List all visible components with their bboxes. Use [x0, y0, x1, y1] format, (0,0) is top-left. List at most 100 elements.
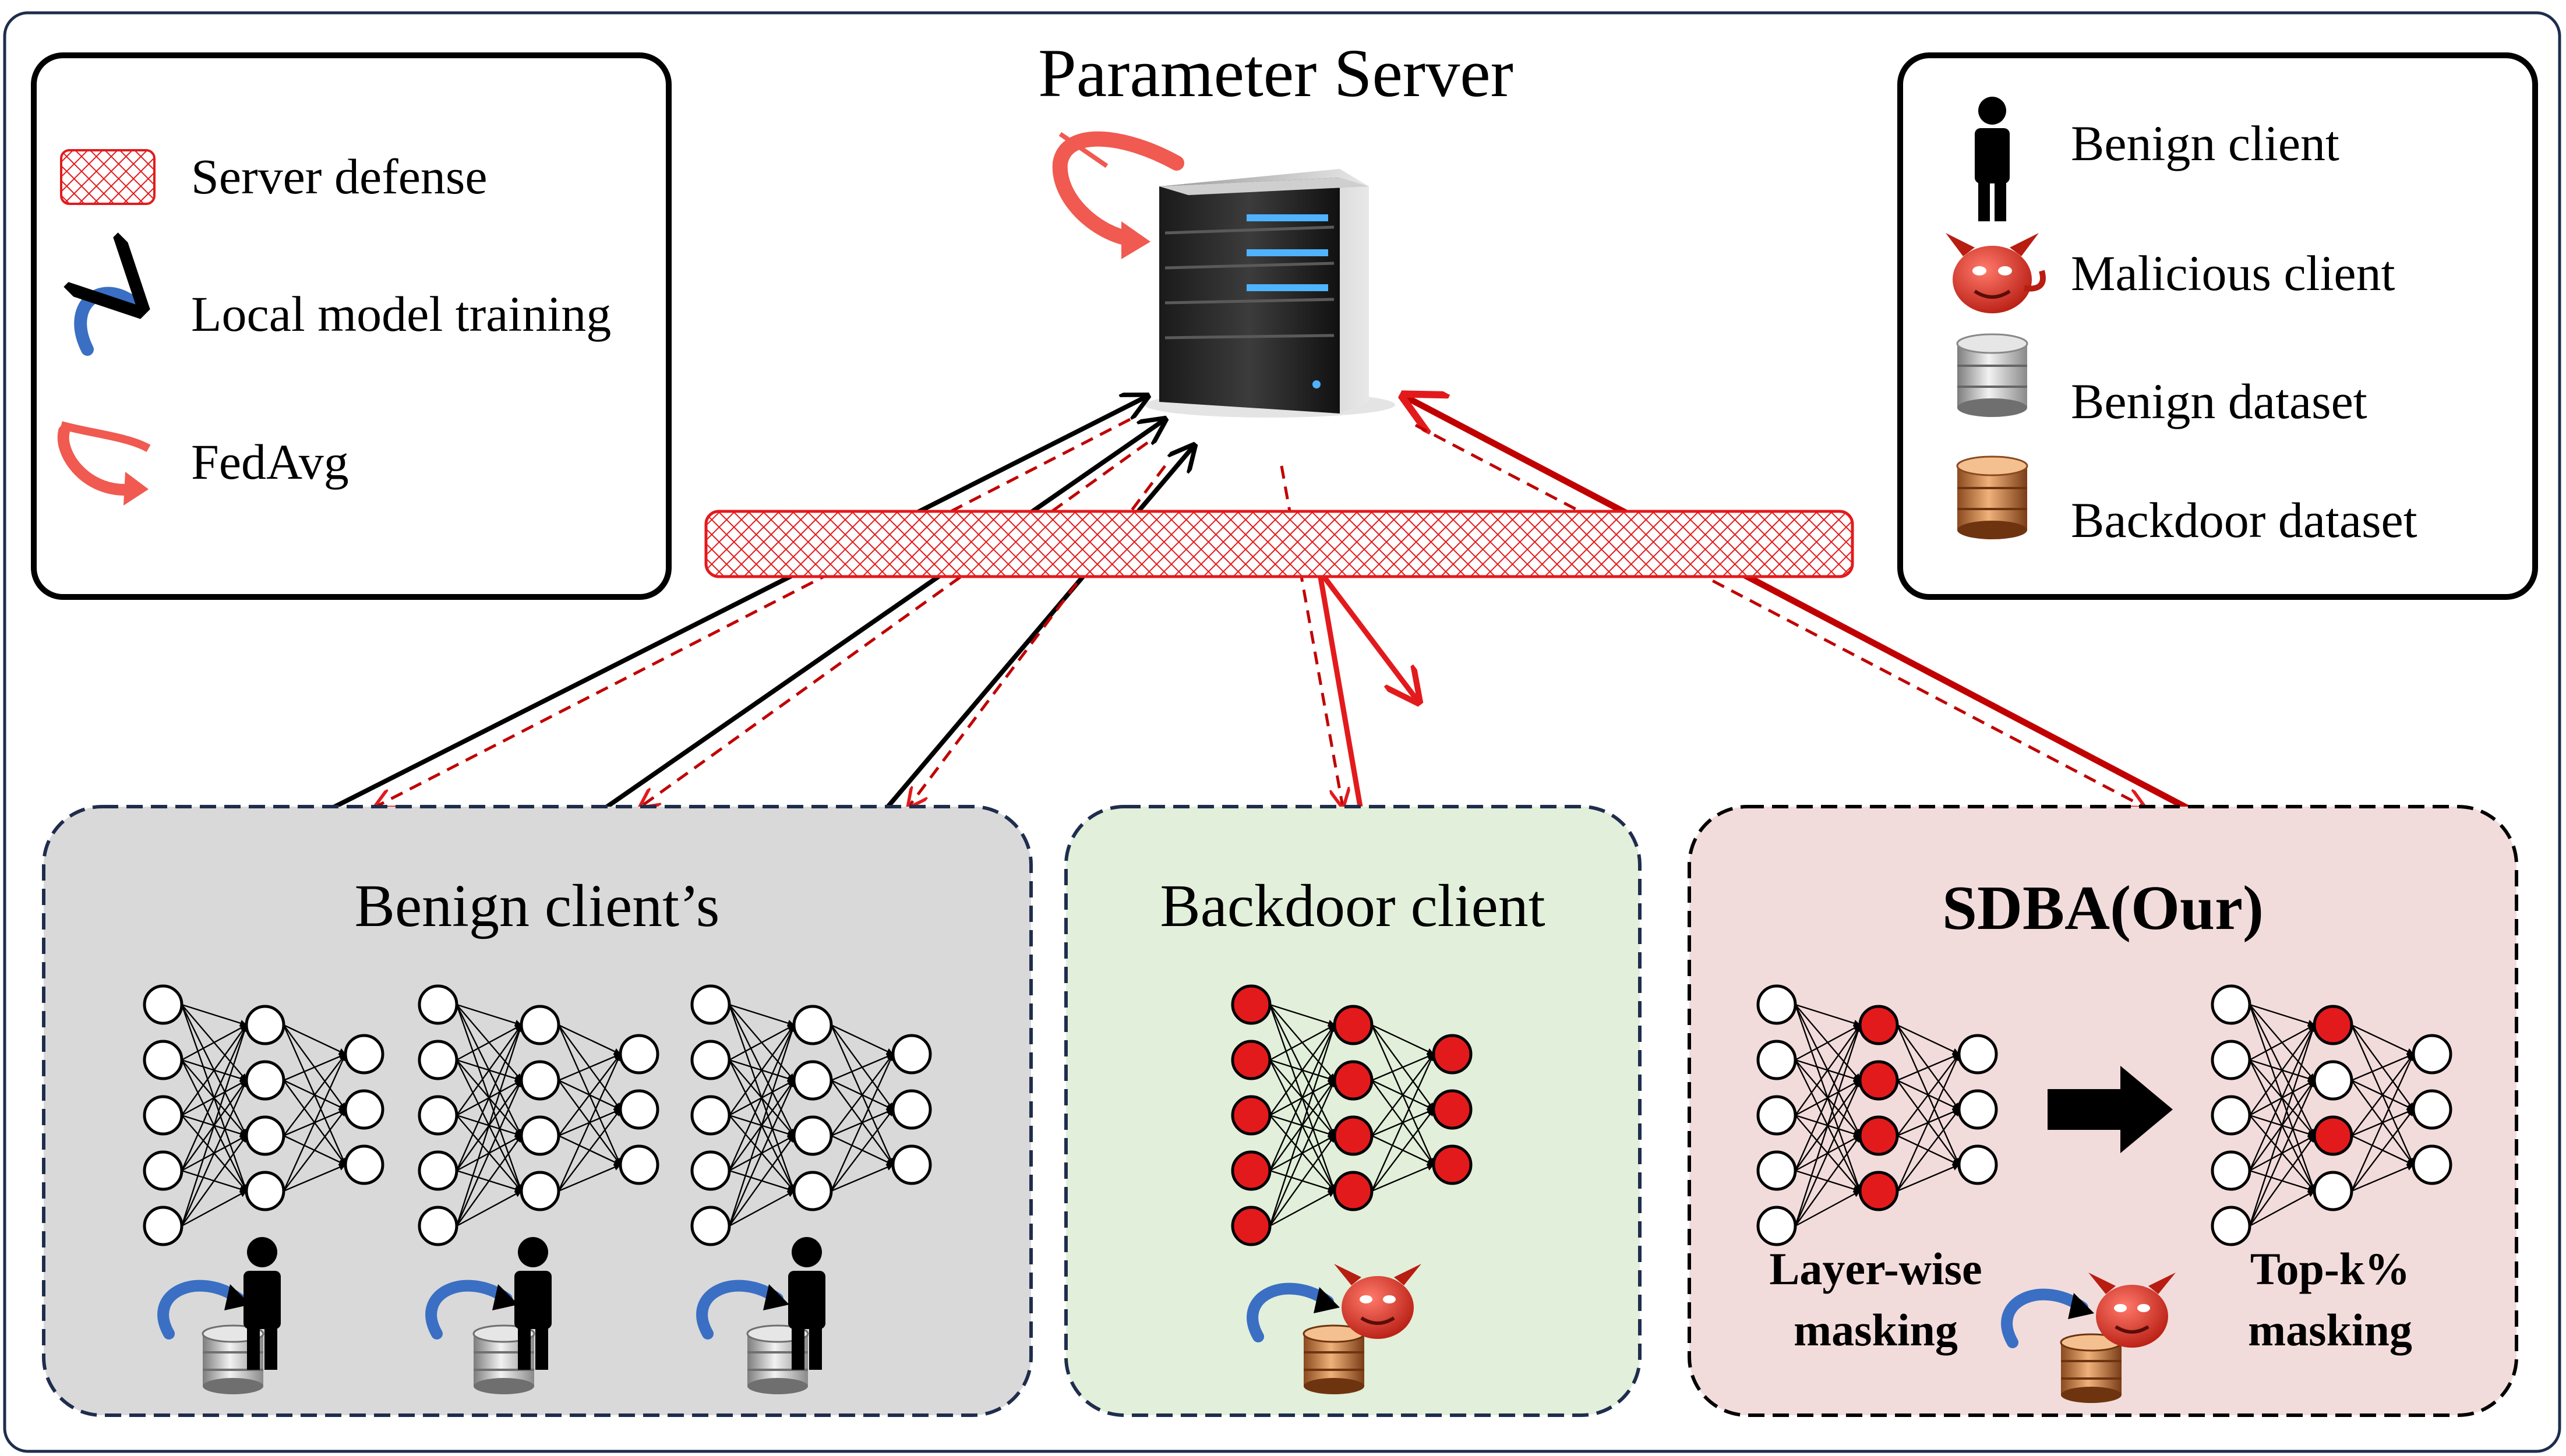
- neuron: [792, 1115, 833, 1156]
- neuron: [1333, 1115, 1374, 1156]
- blue-curved-arrow-icon: [1247, 1282, 1340, 1342]
- backdoor-client-panel: Backdoor client: [1064, 805, 1642, 1417]
- neuron: [418, 1150, 458, 1191]
- neuron: [2211, 984, 2251, 1025]
- neuron: [2412, 1144, 2452, 1185]
- neuron: [1231, 1150, 1272, 1191]
- legend-item-local-training: Local model training: [191, 286, 611, 342]
- neuron: [619, 1089, 659, 1130]
- bronze-database-icon: [1303, 1324, 1365, 1394]
- gray-database-icon: [1956, 333, 2028, 417]
- blue-curved-arrow-icon: [696, 1280, 789, 1340]
- neuron: [2211, 1150, 2251, 1191]
- neuron: [1756, 1206, 1797, 1246]
- neuron: [245, 1005, 285, 1045]
- fedavg-arrow-icon: [1052, 131, 1184, 259]
- neural-networks: [143, 984, 2452, 1246]
- sdba-panel-title: SDBA(Our): [1942, 874, 2264, 943]
- gray-database-icon: [202, 1324, 264, 1394]
- neuron: [143, 1095, 183, 1136]
- devil-icon: [1946, 233, 2046, 313]
- neuron: [690, 1206, 731, 1246]
- neuron: [143, 1150, 183, 1191]
- neuron: [690, 1150, 731, 1191]
- neuron: [1432, 1089, 1473, 1130]
- legend-item-benign-client: Benign client: [2071, 115, 2339, 171]
- red-curved-arrow-icon: [57, 425, 140, 496]
- neuron: [2211, 1206, 2251, 1246]
- neuron: [891, 1089, 932, 1130]
- sdba-right-caption-line2: masking: [2248, 1305, 2412, 1355]
- legend-item-benign-dataset: Benign dataset: [2071, 373, 2367, 429]
- neuron: [2211, 1095, 2251, 1136]
- neuron: [1858, 1060, 1899, 1101]
- client-icons: [157, 1237, 2176, 1403]
- neuron: [418, 984, 458, 1025]
- connection-arrows: [328, 396, 2192, 812]
- neuron: [344, 1034, 384, 1075]
- neuron: [619, 1034, 659, 1075]
- sdba-left-caption-line1: Layer-wise: [1769, 1243, 1982, 1294]
- neuron: [143, 1040, 183, 1080]
- neuron: [1756, 1040, 1797, 1080]
- neuron: [520, 1171, 560, 1211]
- benign-panel-title: Benign client’s: [355, 872, 720, 939]
- neuron: [418, 1095, 458, 1136]
- legend-left: Server defense Local model training FedA…: [31, 52, 672, 600]
- neuron: [520, 1060, 560, 1101]
- neuron: [1231, 1206, 1272, 1246]
- neuron: [2412, 1034, 2452, 1075]
- person-icon: [1975, 97, 2010, 221]
- legend-item-backdoor-dataset: Backdoor dataset: [2071, 492, 2417, 548]
- neuron: [792, 1171, 833, 1211]
- neuron: [418, 1206, 458, 1246]
- neuron: [245, 1115, 285, 1156]
- neuron: [1858, 1115, 1899, 1156]
- neuron: [792, 1060, 833, 1101]
- person-icon: [788, 1237, 825, 1370]
- blue-curved-arrow-icon: [2001, 1288, 2094, 1348]
- neuron: [690, 1040, 731, 1080]
- neuron: [143, 1206, 183, 1246]
- hatched-bar-icon: [60, 149, 156, 205]
- benign-network-1: [143, 984, 384, 1246]
- neuron: [1432, 1144, 1473, 1185]
- neuron: [245, 1171, 285, 1211]
- benign-network-2: [418, 984, 659, 1246]
- legend-item-malicious-client: Malicious client: [2071, 245, 2395, 301]
- neuron: [2412, 1089, 2452, 1130]
- neuron: [1231, 1040, 1272, 1080]
- backdoor-panel-title: Backdoor client: [1160, 872, 1545, 939]
- neuron: [2313, 1060, 2353, 1101]
- devil-icon: [2088, 1273, 2176, 1348]
- neuron: [2313, 1115, 2353, 1156]
- legend-right: Benign client Malicious client Benign da…: [1897, 52, 2538, 600]
- neuron: [1756, 984, 1797, 1025]
- neuron: [891, 1034, 932, 1075]
- neuron: [891, 1144, 932, 1185]
- neuron: [1957, 1034, 1998, 1075]
- neuron: [520, 1115, 560, 1156]
- neuron: [1333, 1171, 1374, 1211]
- neuron: [143, 984, 183, 1025]
- blue-curved-arrow-icon: [425, 1280, 518, 1340]
- backdoor-network: [1231, 984, 1473, 1246]
- neuron: [520, 1005, 560, 1045]
- page-title: Parameter Server: [1038, 35, 1513, 111]
- bronze-database-icon: [1956, 455, 2028, 539]
- neuron: [690, 984, 731, 1025]
- neuron: [1333, 1005, 1374, 1045]
- neuron: [1231, 1095, 1272, 1136]
- neuron: [2313, 1005, 2353, 1045]
- legend-item-fedavg: FedAvg: [191, 434, 349, 490]
- sdba-panel: SDBA(Our) Layer-wise masking Top-k% mask…: [1688, 805, 2518, 1417]
- neuron: [344, 1089, 384, 1130]
- sdba-left-caption-line2: masking: [1794, 1305, 1958, 1355]
- benign-network-3: [690, 984, 932, 1246]
- neuron: [245, 1060, 285, 1101]
- neuron: [1231, 984, 1272, 1025]
- neuron: [418, 1040, 458, 1080]
- neuron: [1333, 1060, 1374, 1101]
- legend-item-server-defense: Server defense: [191, 149, 488, 204]
